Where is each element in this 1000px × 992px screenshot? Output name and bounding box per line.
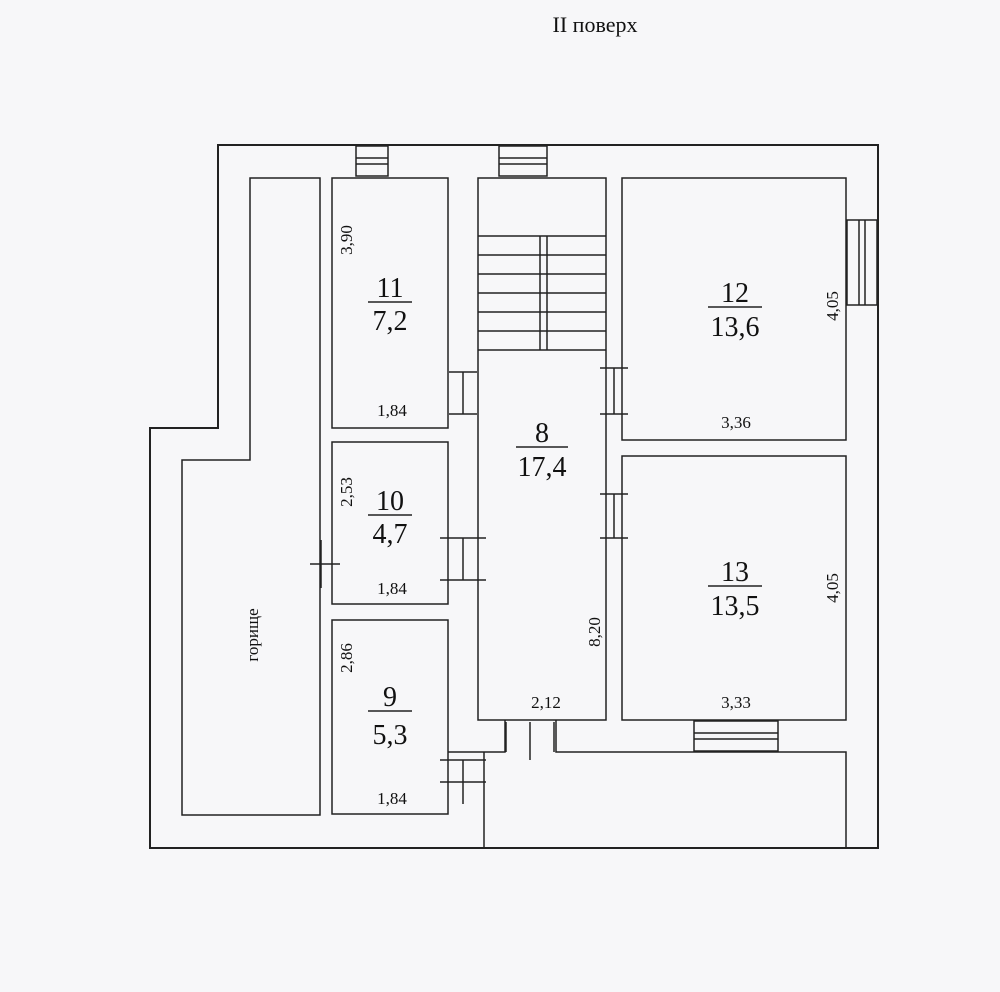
svg-text:7,2: 7,2	[373, 306, 408, 337]
svg-text:9: 9	[383, 682, 397, 713]
door-10-attic	[310, 540, 340, 588]
room-10-label: 10 4,7	[368, 486, 412, 550]
dim-r13-width: 3,33	[721, 693, 751, 712]
dim-r12-height: 4,05	[823, 291, 842, 321]
svg-text:13,6: 13,6	[711, 312, 760, 343]
dim-r13-height: 4,05	[823, 573, 842, 603]
window-right	[846, 219, 878, 306]
outer-wall	[149, 144, 879, 849]
dim-r12-width: 3,36	[721, 413, 751, 432]
dim-r8-height: 8,20	[585, 617, 604, 647]
door-9-lower	[440, 759, 486, 804]
door-8-bottom	[505, 722, 555, 760]
plan-title: II поверх	[553, 12, 638, 37]
svg-text:8: 8	[535, 418, 549, 449]
dim-r11-width: 1,84	[377, 401, 407, 420]
dim-r8-width: 2,12	[531, 693, 561, 712]
room-9	[331, 619, 449, 815]
inner-wall-lower-right	[555, 720, 847, 848]
inner-wall-lower	[448, 720, 506, 753]
dim-r10-height: 2,53	[337, 477, 356, 507]
staircase	[478, 235, 606, 351]
svg-text:17,4: 17,4	[518, 452, 567, 483]
svg-text:5,3: 5,3	[373, 720, 408, 751]
window-bottom-room-13	[693, 720, 779, 752]
svg-text:12: 12	[721, 278, 749, 309]
room-10	[331, 441, 449, 605]
svg-text:11: 11	[377, 273, 404, 304]
svg-text:13,5: 13,5	[711, 591, 760, 622]
room-13-label: 13 13,5	[708, 557, 762, 622]
dim-r11-height: 3,90	[337, 225, 356, 255]
dim-r10-width: 1,84	[377, 579, 407, 598]
svg-text:4,7: 4,7	[373, 519, 408, 550]
window-top-left	[355, 145, 389, 177]
door-12-8	[600, 367, 628, 415]
attic-label: горище	[243, 608, 262, 661]
dim-r9-height: 2,86	[337, 643, 356, 673]
svg-text:10: 10	[376, 486, 404, 517]
window-top-center	[498, 145, 548, 177]
door-13-8	[600, 493, 628, 539]
room-12-label: 12 13,6	[708, 278, 762, 343]
room-11-label: 11 7,2	[368, 273, 412, 337]
svg-text:13: 13	[721, 557, 749, 588]
door-11-8	[449, 371, 477, 415]
room-9-label: 9 5,3	[368, 682, 412, 751]
room-12	[621, 177, 847, 441]
dim-r9-width: 1,84	[377, 789, 407, 808]
door-10-8	[440, 537, 486, 581]
room-13	[621, 455, 847, 721]
attic-area	[181, 177, 321, 816]
room-8-label: 8 17,4	[516, 418, 568, 483]
room-11	[331, 177, 449, 429]
room-8	[477, 177, 607, 721]
